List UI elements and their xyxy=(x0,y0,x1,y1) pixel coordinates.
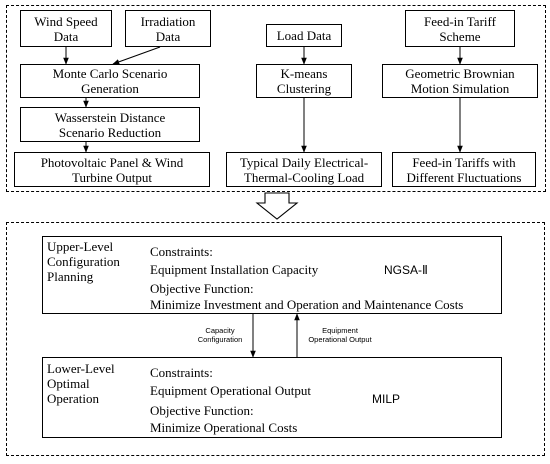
lower-objective-value: Minimize Operational Costs xyxy=(150,420,298,435)
feed-in-fluctuation-box: Feed-in Tariffs with Different Fluctuati… xyxy=(392,152,536,187)
upper-algorithm-label: NGSA-Ⅱ xyxy=(384,263,428,277)
feed-in-tariff-scheme-box: Feed-in Tariff Scheme xyxy=(405,10,515,47)
monte-carlo-box: Monte Carlo Scenario Generation xyxy=(20,64,200,98)
kmeans-box: K-means Clustering xyxy=(256,64,352,98)
irradiation-data-box: Irradiation Data xyxy=(125,10,211,47)
arrow-irradiation-to-montecarlo xyxy=(112,46,161,65)
upper-objective-label: Objective Function: xyxy=(150,281,254,296)
upper-level-title: Upper-Level Configuration Planning xyxy=(47,239,120,284)
upper-level-box xyxy=(42,236,502,314)
data-processing-section xyxy=(6,5,546,192)
typical-daily-load-box: Typical Daily Electrical- Thermal-Coolin… xyxy=(226,152,382,187)
operational-output-label: Equipment Operational Output xyxy=(308,326,372,344)
lower-objective-label: Objective Function: xyxy=(150,403,254,418)
lower-constraints-label: Constraints: xyxy=(150,365,213,380)
gbm-box: Geometric Brownian Motion Simulation xyxy=(382,64,538,98)
lower-level-box xyxy=(42,357,502,438)
load-data-box: Load Data xyxy=(266,24,342,47)
lower-algorithm-label: MILP xyxy=(372,392,401,406)
hollow-down-arrow xyxy=(255,192,299,220)
wasserstein-box: Wasserstein Distance Scenario Reduction xyxy=(20,107,200,142)
capacity-configuration-label: Capacity Configuration xyxy=(197,326,243,344)
pv-wind-output-box: Photovoltaic Panel & Wind Turbine Output xyxy=(14,152,210,187)
lower-constraints-value: Equipment Operational Output xyxy=(150,383,312,398)
upper-constraints-value: Equipment Installation Capacity xyxy=(150,262,319,277)
wind-speed-data-box: Wind Speed Data xyxy=(20,10,112,47)
bilevel-model-section xyxy=(6,222,545,456)
upper-objective-value: Minimize Investment and Operation and Ma… xyxy=(150,297,464,312)
lower-level-title: Lower-Level Optimal Operation xyxy=(47,361,115,406)
upper-constraints-label: Constraints: xyxy=(150,244,213,259)
